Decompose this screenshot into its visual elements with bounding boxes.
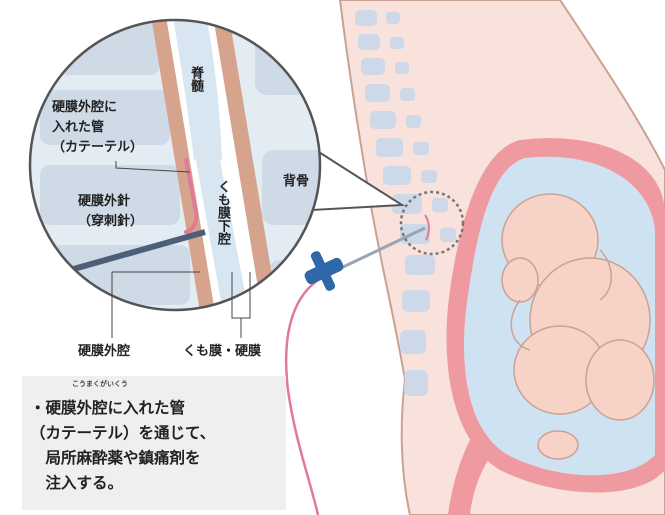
label-epidural-needle: 硬膜外針 （穿刺針） — [78, 192, 143, 232]
label-arachnoid-dura: くも膜・硬膜 — [183, 342, 261, 362]
pregnant-body — [340, 0, 665, 515]
label-spinal-cord: 脊髄 — [188, 66, 203, 92]
label-catheter: 硬膜外腔に 入れた管 （カテーテル） — [52, 98, 143, 158]
explanation-text: ・硬膜外腔に入れた管 （カテーテル）を通じて、 局所麻酔薬や鎮痛剤を 注入する。 — [30, 396, 215, 496]
label-backbone: 背骨 — [283, 172, 309, 192]
catheter-tube — [286, 280, 318, 515]
label-epidural-space: 硬膜外腔 — [78, 342, 130, 362]
label-subarachnoid-space: くも膜下腔 — [215, 180, 230, 245]
ruby-text: こうまくがいくう — [72, 379, 128, 389]
explanation-box: こうまくがいくう ・硬膜外腔に入れた管 （カテーテル）を通じて、 局所麻酔薬や鎮… — [22, 376, 286, 510]
